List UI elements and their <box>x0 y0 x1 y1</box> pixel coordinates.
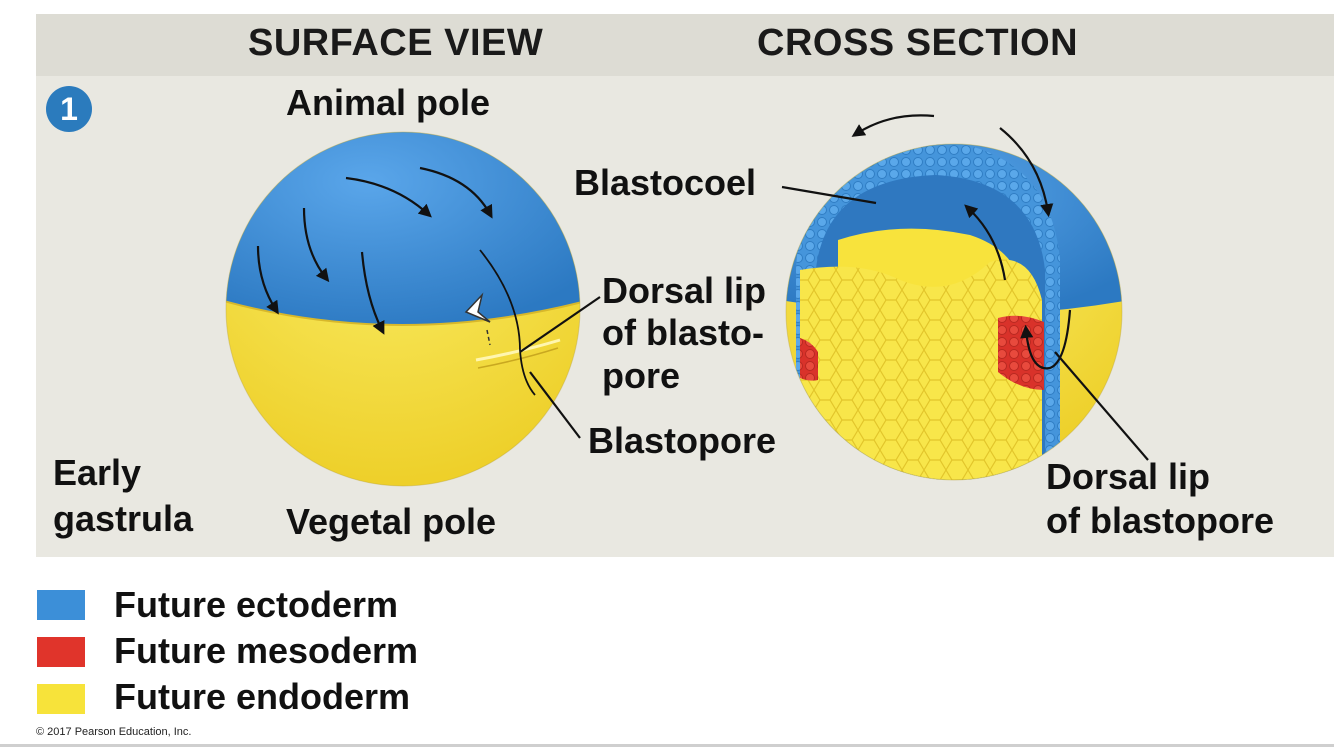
blastocoel-leader-line <box>781 185 877 205</box>
dorsal-lip-right-label-line2: of blastopore <box>1046 500 1275 541</box>
blastocoel-label: Blastocoel <box>574 162 757 203</box>
cross-section-embryo <box>785 114 1123 481</box>
lip-flow-arrow <box>1020 309 1072 370</box>
inner-flow-arrow <box>964 204 1007 281</box>
legend-label-mesoderm: Future mesoderm <box>114 630 419 671</box>
ectoderm-flow-arrow <box>360 251 385 335</box>
hollow-arrowhead <box>464 292 491 323</box>
rotation-arrow <box>851 114 935 137</box>
dorsal-lip-left-leader-line <box>519 296 601 353</box>
ectoderm-flow-arrow <box>419 166 493 219</box>
legend-label-ectoderm: Future ectoderm <box>114 584 399 625</box>
dorsal-lip-right-leader-line <box>1054 351 1149 461</box>
animal-pole-label: Animal pole <box>286 82 491 123</box>
surface-view-heading: SURFACE VIEW <box>248 22 544 64</box>
bottom-divider <box>0 744 1334 747</box>
dorsal-lip-right-label-line1: Dorsal lip <box>1046 456 1211 497</box>
ectoderm-flow-arrow <box>256 245 279 315</box>
blastopore-leader-line <box>529 371 581 439</box>
legend-swatch-mesoderm <box>37 637 85 667</box>
copyright-notice: © 2017 Pearson Education, Inc. <box>36 726 192 738</box>
involution-arrow <box>999 127 1054 218</box>
blastopore-label: Blastopore <box>588 420 777 461</box>
header-band <box>36 14 1334 76</box>
cross-section-heading: CROSS SECTION <box>757 22 1079 64</box>
ectoderm-flow-arrow <box>345 176 432 218</box>
ectoderm-flow-arrow <box>302 207 330 283</box>
legend-label-endoderm: Future endoderm <box>114 676 411 717</box>
dorsal-lip-left-label-line1: Dorsal lip <box>602 270 767 311</box>
vegetal-pole-label: Vegetal pole <box>286 501 497 542</box>
surface-view-embryo <box>225 131 581 487</box>
legend-swatch-endoderm <box>37 684 85 714</box>
dorsal-lip-left-label-line2: of blasto- <box>602 312 764 353</box>
step-number-badge: 1 <box>46 86 92 132</box>
legend-swatch-ectoderm <box>37 590 85 620</box>
stage-label-line2: gastrula <box>53 498 194 539</box>
dorsal-lip-left-label-line3: pore <box>602 355 681 396</box>
stage-label-line1: Early <box>53 452 142 493</box>
